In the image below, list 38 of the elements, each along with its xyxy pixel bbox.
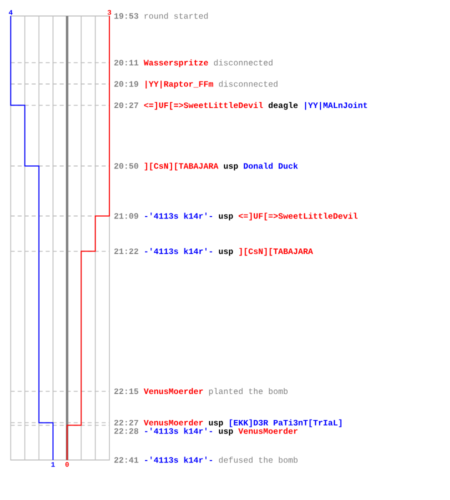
timestamp: 22:15 (114, 388, 138, 394)
player-name: VenusMoerder (238, 428, 298, 434)
player-name: ][CsN][TABAJARA (239, 248, 313, 256)
timestamp: 21:09 (114, 213, 138, 219)
timestamp: 20:27 (114, 102, 138, 108)
event-text: round started (144, 12, 208, 19)
player-name: Wasserspritze (144, 59, 208, 68)
event-text: defused the bomb (218, 456, 298, 463)
player-name: <=]UF[=>SweetLittleDevil (144, 102, 263, 110)
timestamp: 20:11 (114, 60, 138, 66)
event-text: planted the bomb (209, 388, 288, 396)
player-name: VenusMoerder (144, 419, 203, 426)
player-name: Donald Duck (244, 162, 298, 169)
player-name: |YY|MALnJoint (305, 102, 368, 110)
player-name: |YY|Raptor_FFm (146, 80, 214, 89)
timestamp: 20:50 (114, 163, 138, 169)
event-text: disconnected (214, 59, 272, 66)
timestamp: 20:19 (114, 81, 138, 87)
event-text: disconnected (218, 80, 278, 87)
player-name: VenusMoerder (144, 388, 203, 394)
timestamp: 21:22 (114, 248, 138, 254)
timestamp: 22:28 (114, 428, 138, 434)
timestamp: 19:53 (114, 13, 138, 19)
weapon-name: usp (218, 429, 233, 436)
weapon-name: usp (208, 420, 223, 428)
timestamp: 22:41 (114, 457, 138, 463)
player-name: -'4113s k14r'- (145, 428, 212, 434)
weapon-name: deagle (268, 102, 298, 110)
weapon-name: usp (218, 250, 233, 256)
timestamp: 22:27 (114, 420, 138, 426)
player-name: -'4113s k14r'- (145, 212, 212, 219)
player-name: ][CsN][TABAJARA (144, 162, 218, 170)
player-name: [EKK]D3R PaTi3nT[TrIaL] (230, 419, 342, 428)
weapon-name: usp (224, 164, 238, 170)
player-name: -'4113s k14r'- (145, 248, 212, 254)
weapon-name: usp (218, 214, 233, 220)
player-name: <=]UF[=>SweetLittleDevil (238, 212, 358, 220)
player-name: -'4113s k14r'- (145, 456, 212, 463)
